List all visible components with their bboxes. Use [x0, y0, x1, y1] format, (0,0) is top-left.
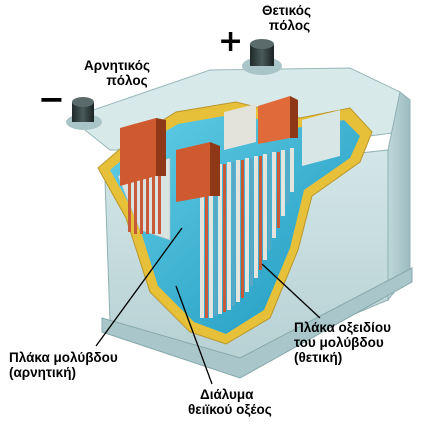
label-lead-plate: Πλάκα μολύβδου (αρνητική) [9, 350, 118, 380]
negative-terminal [66, 97, 102, 130]
connector-straps [120, 96, 340, 202]
leader-lead-plate [95, 227, 183, 347]
battery-base [101, 267, 413, 379]
label-lead-oxide-plate: Πλάκα οξειδίου του μολύβδου (θετική) [294, 320, 391, 365]
label-positive-pole: Θετικός πόλος [262, 3, 312, 33]
leader-electrolyte [175, 285, 213, 385]
minus-sign-icon: − [38, 80, 65, 118]
leader-lead-oxide-plate [261, 263, 321, 319]
label-electrolyte: Διάλυμα θειϊκού οξέος [188, 387, 272, 417]
positive-terminal [242, 39, 282, 75]
plus-sign-icon: + [218, 24, 244, 59]
label-negative-pole: Αρνητικός πόλος [84, 58, 150, 88]
